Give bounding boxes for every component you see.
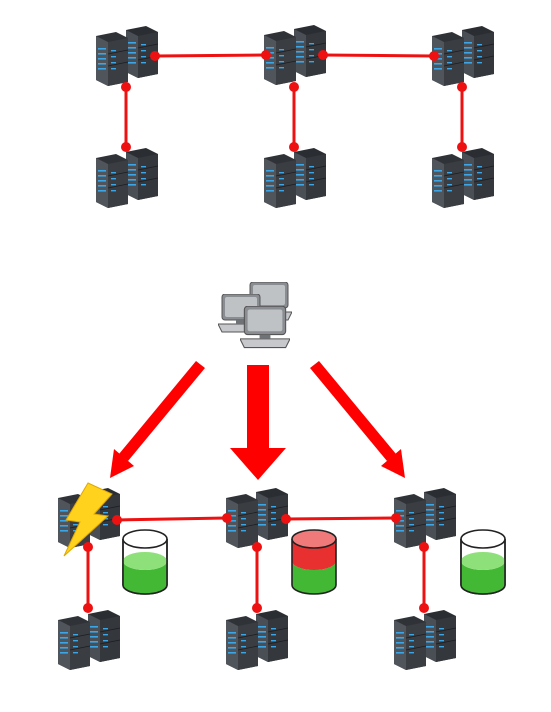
server-rack-icon [96, 148, 158, 208]
arrow-down-icon [110, 361, 205, 478]
link-bottom-1-2 [115, 516, 227, 522]
database-cylinder-icon [460, 529, 506, 595]
server-rack-icon [226, 610, 288, 670]
server-rack-icon [432, 26, 494, 86]
server-rack-icon [432, 148, 494, 208]
lightning-bolt-icon [63, 482, 113, 557]
database-cylinder-icon [291, 529, 337, 595]
bottom-network [86, 516, 426, 608]
database-cylinder-icon [122, 529, 168, 595]
server-rack-icon [394, 610, 456, 670]
bottom-link-dots [83, 513, 429, 613]
arrow-down-icon [230, 365, 286, 480]
link-top-1-2 [154, 53, 266, 58]
top-network [124, 53, 464, 147]
link-top-2-3 [322, 53, 435, 58]
link-bottom-2-3 [285, 516, 397, 521]
top-link-dots [121, 50, 467, 152]
server-rack-icon [264, 25, 326, 85]
request-arrows [110, 361, 405, 480]
server-rack-icon [394, 488, 456, 548]
server-rack-icon [58, 610, 120, 670]
workstation-cluster-icon [218, 282, 292, 349]
arrow-down-icon [310, 361, 405, 478]
server-rack-icon [226, 488, 288, 548]
server-rack-icon [264, 148, 326, 208]
server-rack-icon [96, 26, 158, 86]
